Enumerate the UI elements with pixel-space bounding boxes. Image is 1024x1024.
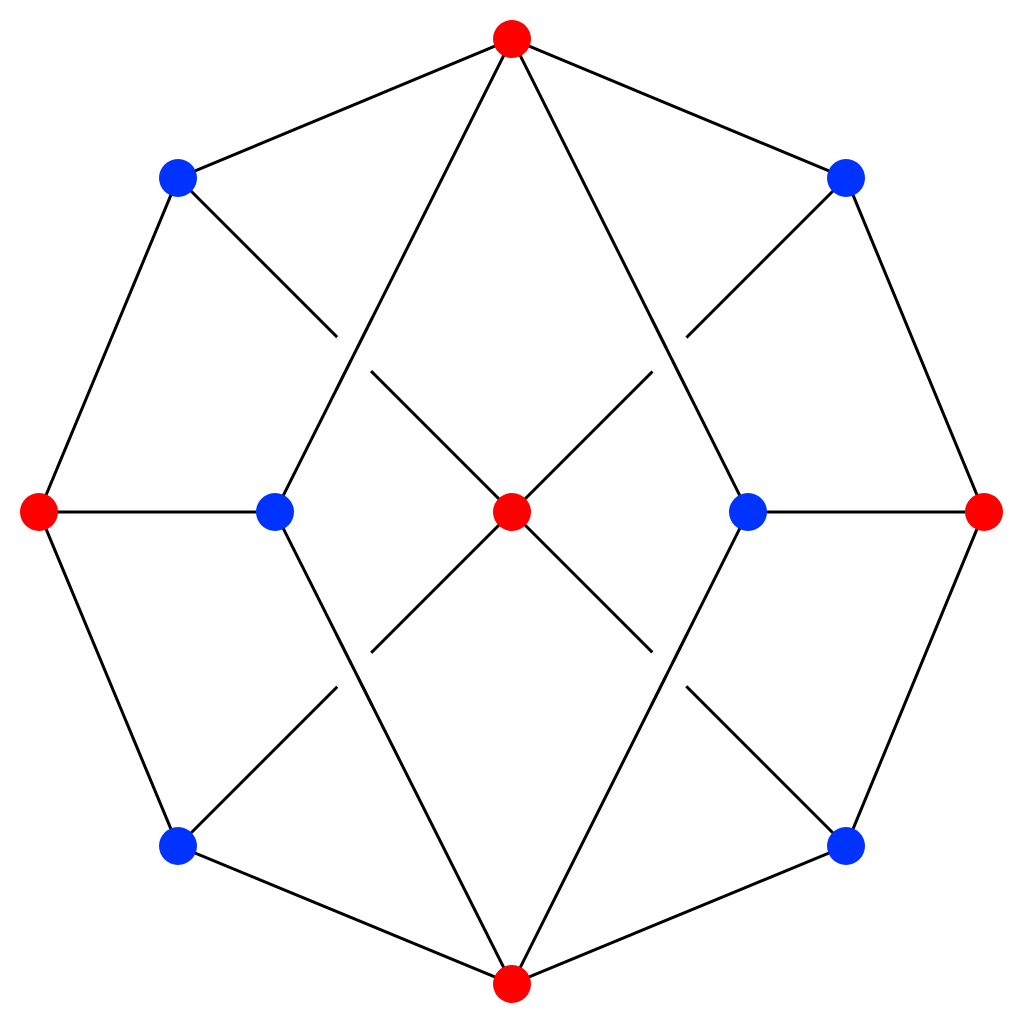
edge-top-upper-left [177,37,513,180]
edge-left-lower-left [37,511,180,847]
node-lower-left-blue [159,827,197,865]
node-top-red [493,20,531,58]
node-upper-left-blue [159,159,197,197]
edge-top-inner-right [510,38,750,513]
edge-lower-left-bottom [177,844,513,986]
edge-top-upper-right [511,37,847,180]
edge-upper-right-right [844,177,986,513]
node-center-red [493,493,531,531]
crossing-over-segment-2 [650,318,689,392]
edge-top-inner-left [273,38,514,513]
crossing-over-segment-3 [334,633,374,707]
nodes-layer [20,20,1003,1003]
node-lower-right-blue [827,827,865,865]
node-bottom-red [493,965,531,1003]
node-inner-right-blue [729,493,767,531]
node-inner-left-blue [256,493,294,531]
crossing-over-segment-4 [650,632,689,706]
node-upper-right-blue [827,159,865,197]
edge-crossing-gaps [332,317,692,707]
node-left-red [20,493,58,531]
edge-bottom-inner-left [273,511,514,985]
edge-upper-left-left [37,177,180,513]
crossing-over-segment-1 [334,317,374,391]
edge-lower-right-bottom [511,844,847,986]
node-right-red [965,493,1003,531]
edge-bottom-inner-right [510,511,750,985]
edge-right-lower-right [844,511,986,847]
